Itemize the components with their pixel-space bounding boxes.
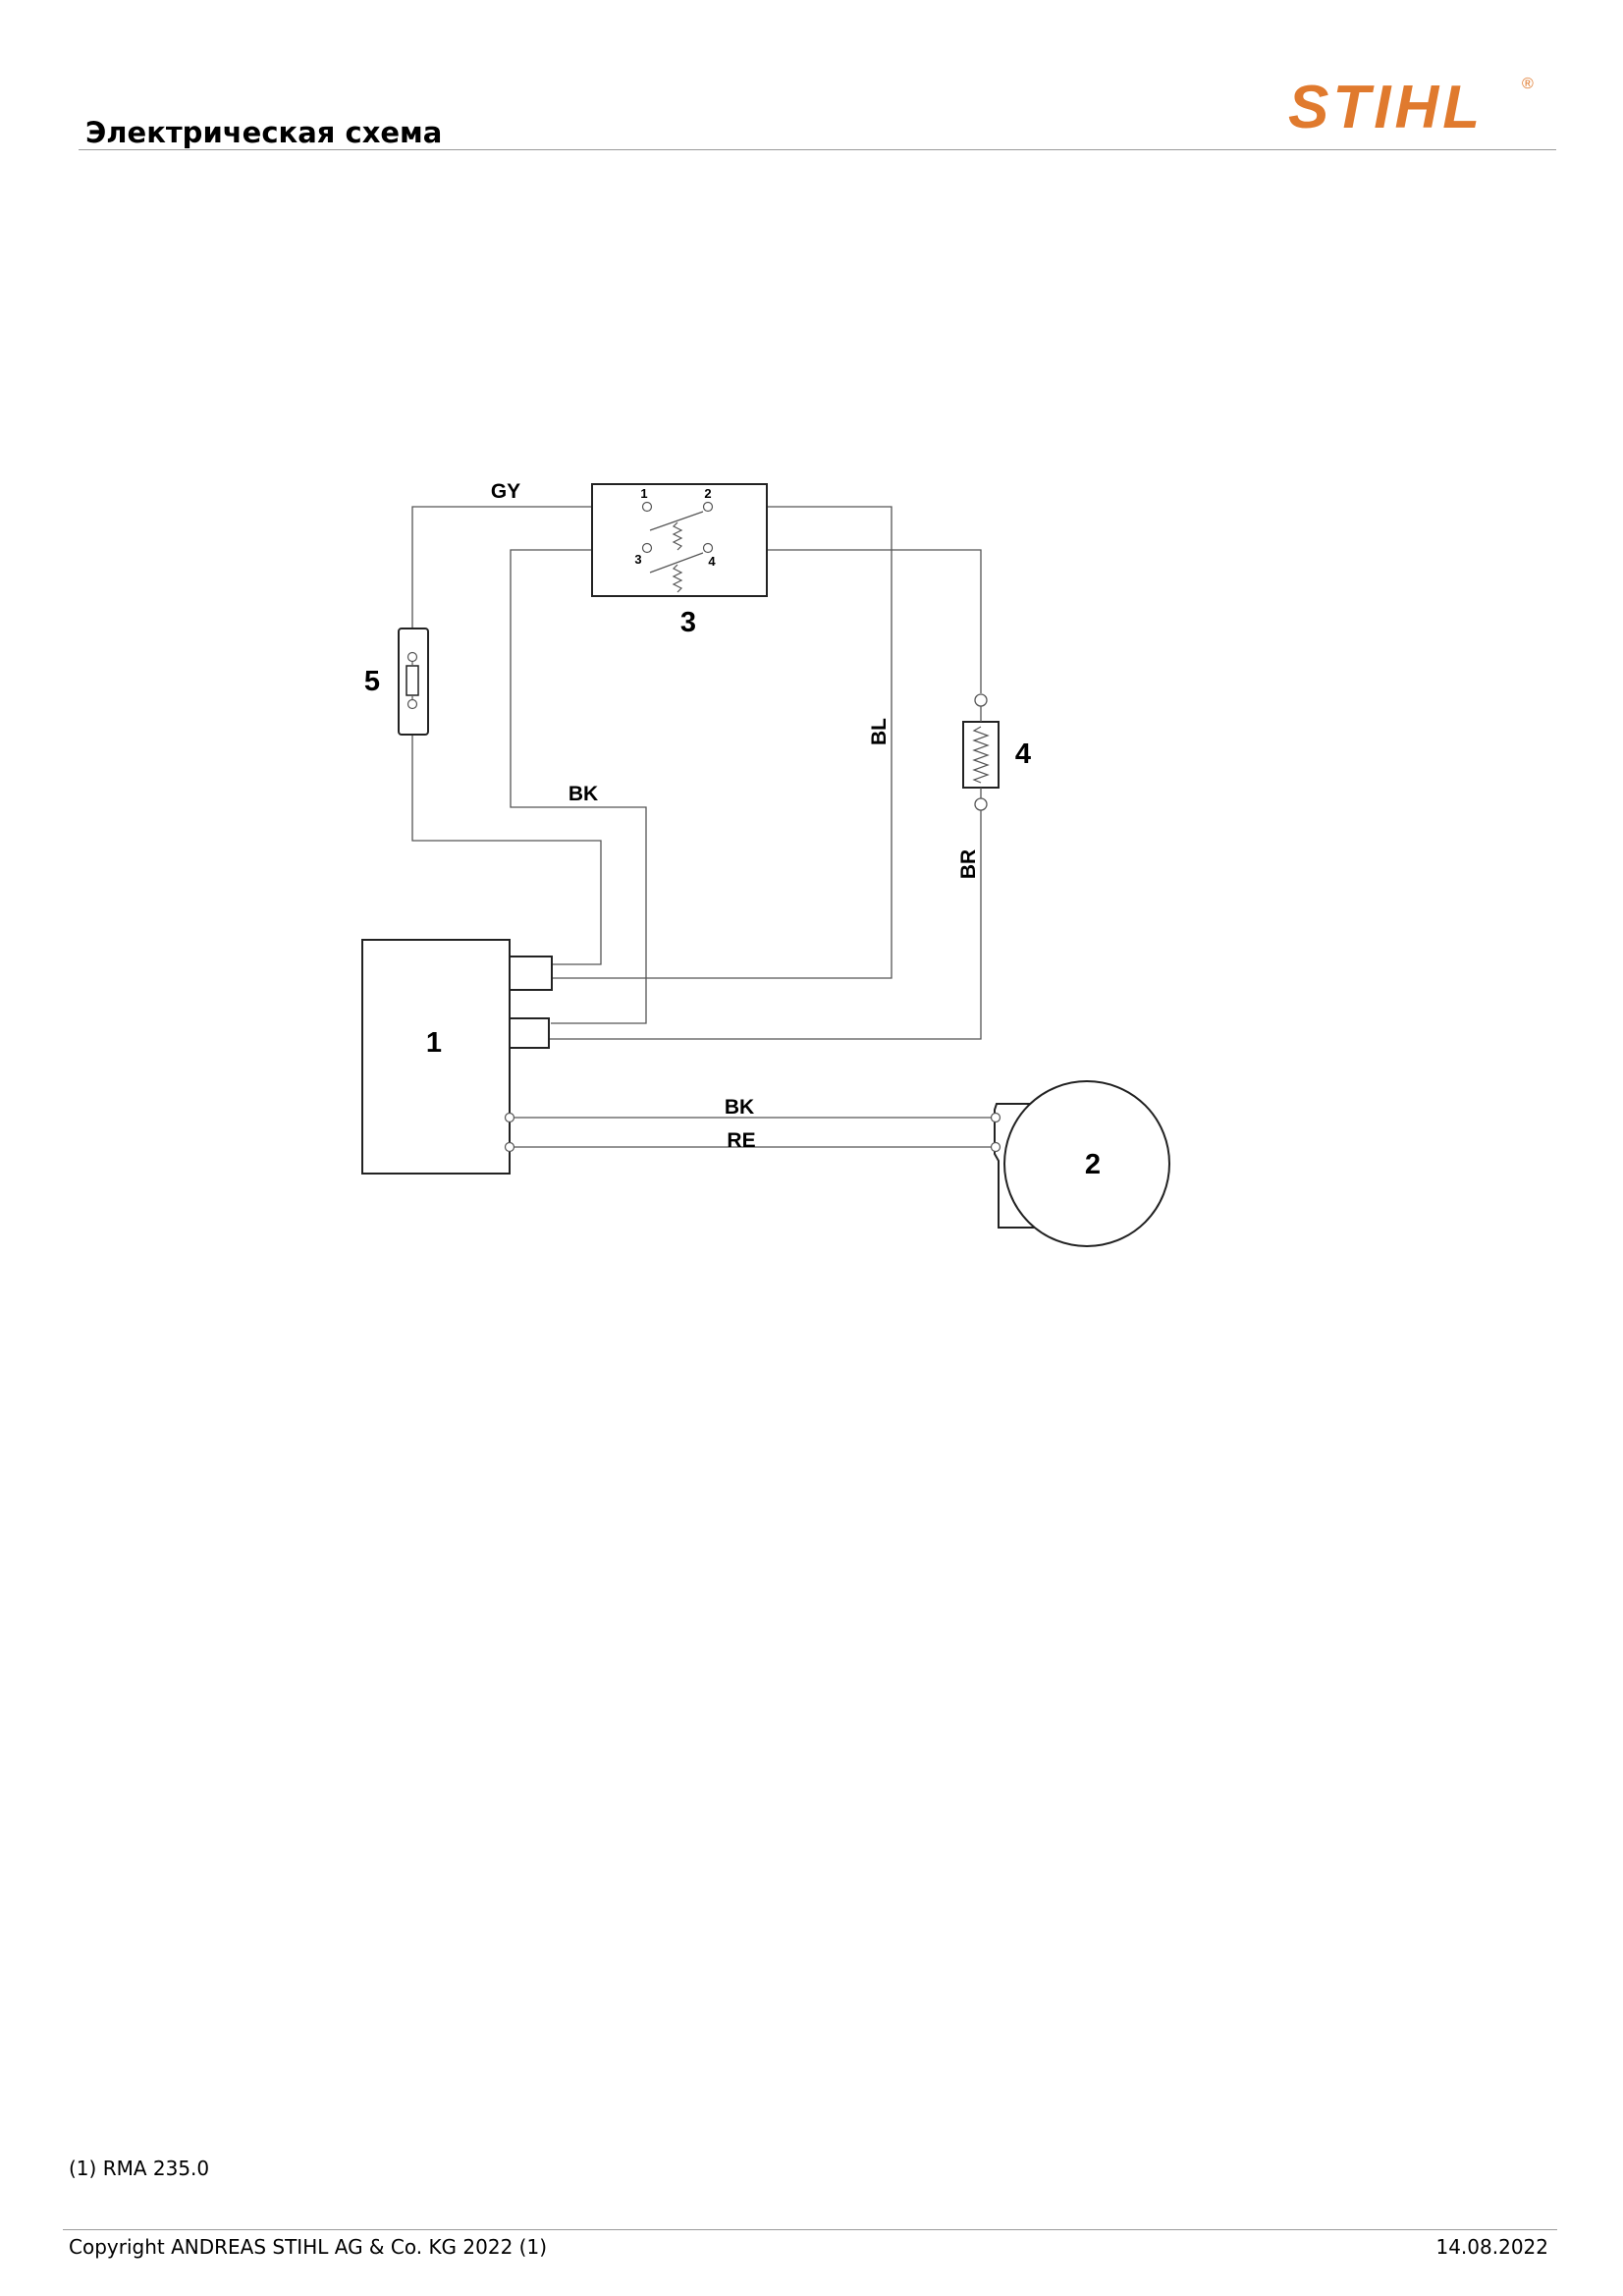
component-label-4: 4 xyxy=(1015,738,1031,770)
stihl-logo: STIHL ® xyxy=(1288,74,1534,139)
wiring-diagram: 1 2 3 4 1 2 3 4 5 GY xyxy=(361,480,1170,1247)
page-title: Электрическая схема xyxy=(85,116,443,149)
switch-terminal-4 xyxy=(702,542,714,554)
wire-label-bl: BL xyxy=(868,718,891,745)
header-divider xyxy=(79,149,1556,150)
switch-3: 1 2 3 4 xyxy=(591,483,768,597)
switch-terminal-1 xyxy=(641,501,653,513)
switch-terminal-4-label: 4 xyxy=(708,554,716,569)
copyright: Copyright ANDREAS STIHL AG & Co. KG 2022… xyxy=(69,2235,548,2259)
resistor-4 xyxy=(962,693,1000,811)
fuse-5 xyxy=(398,628,429,736)
footnote: (1) RMA 235.0 xyxy=(69,2157,210,2180)
component-label-5: 5 xyxy=(364,666,380,697)
switch-terminal-3 xyxy=(641,542,653,554)
logo-text: STIHL xyxy=(1288,74,1484,139)
wire-bl xyxy=(551,506,893,979)
switch-terminal-2-label: 2 xyxy=(704,486,711,501)
switch-terminal-2 xyxy=(702,501,714,513)
switch-terminal-3-label: 3 xyxy=(634,552,641,567)
motor-2 xyxy=(990,1080,1170,1247)
wire-label-gy: GY xyxy=(491,480,520,503)
wire-label-br: BR xyxy=(957,849,980,879)
component-label-3: 3 xyxy=(680,607,696,638)
component-label-1: 1 xyxy=(426,1027,442,1059)
footer-divider xyxy=(63,2229,1557,2230)
wire-br xyxy=(548,810,982,1040)
wire-gy-lower xyxy=(411,735,602,965)
wire-label-re-motor: RE xyxy=(727,1129,755,1152)
document-date: 14.08.2022 xyxy=(1435,2235,1548,2259)
wire-gy xyxy=(411,506,645,629)
wire-t4 xyxy=(708,549,982,693)
switch-terminal-1-label: 1 xyxy=(640,486,647,501)
control-unit-1 xyxy=(361,939,553,1175)
wire-label-bk-upper: BK xyxy=(568,783,598,805)
wire-bk-switch xyxy=(510,549,647,1024)
logo-registered-mark: ® xyxy=(1522,76,1534,92)
component-label-2: 2 xyxy=(1085,1149,1101,1180)
wire-label-bk-motor: BK xyxy=(725,1096,754,1119)
